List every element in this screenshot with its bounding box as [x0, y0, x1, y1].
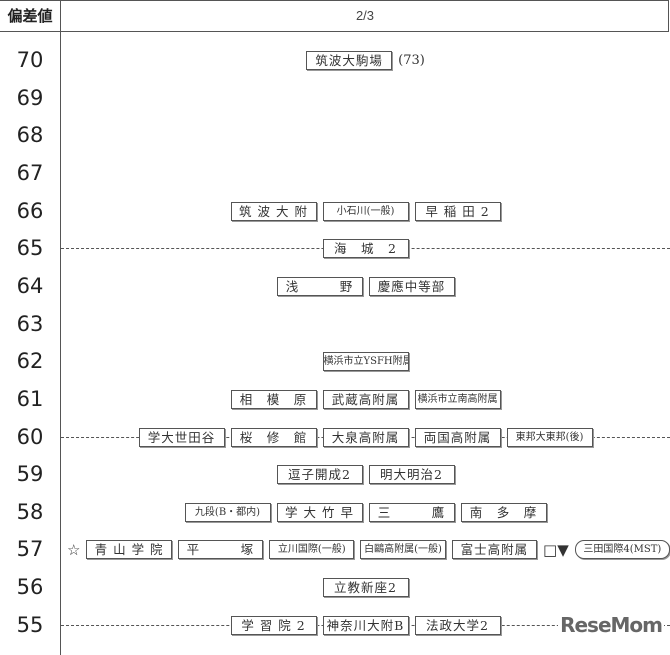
school-box: 筑波大駒場 [306, 51, 393, 70]
school-box: 桜 修 館 [230, 427, 317, 447]
score-label: 60 [16, 424, 44, 449]
school-box-rounded: 三田国際4(MST) [574, 540, 670, 560]
school-list [61, 117, 670, 154]
school-list: 海 城 2 [61, 230, 670, 267]
score-row: 57 ☆ 青 山 学 院平 塚立川国際(一般)白鷗高附属(一般)富士高附属 □▼ 三田国… [0, 531, 670, 568]
school-box: 明大明治2 [368, 465, 455, 485]
score-row: 58 九段(B・都内)学 大 竹 早三 鷹南 多 摩 [0, 494, 670, 531]
school-list: 立教新座2 [61, 569, 670, 606]
score-label: 59 [16, 462, 44, 487]
score-row: 69 [0, 80, 670, 117]
score-label: 58 [16, 499, 44, 524]
school-box: 三 鷹 [368, 502, 455, 522]
school-box: 白鷗高附属(一般) [360, 540, 446, 560]
header-row: 偏差値 2/3 [0, 0, 669, 32]
school-list: ☆ 青 山 学 院平 塚立川国際(一般)白鷗高附属(一般)富士高附属 □▼ 三田国際4… [61, 531, 670, 568]
symbol-marks: □▼ [543, 540, 569, 559]
school-box: 相 模 原 [230, 389, 317, 409]
score-row: 64 浅 野慶應中等部 [0, 268, 670, 305]
school-box: 横浜市立YSFH附属 [322, 352, 409, 372]
school-box: 平 塚 [177, 540, 264, 560]
score-note: (73) [398, 53, 425, 68]
score-label: 63 [16, 311, 44, 336]
school-box: 慶應中等部 [368, 276, 455, 296]
school-box: 小石川(一般) [322, 201, 409, 221]
score-row: 61 相 模 原武蔵高附属横浜市立南高附属 [0, 381, 670, 418]
school-box: 神奈川大附B [322, 615, 409, 635]
school-box: 青 山 学 院 [86, 540, 172, 560]
score-row: 68 [0, 117, 670, 154]
score-label: 69 [16, 85, 44, 110]
school-box: 両国高附属 [414, 427, 501, 447]
school-box: 早 稲 田 2 [414, 201, 501, 221]
school-box: 法政大学2 [414, 615, 501, 635]
page-indicator: 2/3 [355, 8, 375, 23]
school-list [61, 306, 670, 343]
school-box: 学 大 竹 早 [276, 502, 363, 522]
school-box: 学 習 院 2 [230, 615, 317, 635]
school-list: 学大世田谷桜 修 館大泉高附属両国高附属東邦大東邦(後) [61, 419, 670, 456]
score-label: 70 [16, 48, 44, 72]
score-label: 66 [16, 198, 44, 223]
score-label: 55 [16, 612, 44, 637]
school-box: 南 多 摩 [460, 502, 547, 522]
school-list: 筑波大駒場 (73) [61, 42, 670, 79]
school-box: 立川国際(一般) [269, 540, 355, 560]
school-box: 学大世田谷 [138, 427, 225, 447]
deviation-header: 偏差値 [7, 7, 53, 25]
school-box: 九段(B・都内) [184, 502, 271, 522]
school-list: 九段(B・都内)学 大 竹 早三 鷹南 多 摩 [61, 494, 670, 531]
score-label: 61 [16, 386, 44, 411]
school-box: 東邦大東邦(後) [506, 427, 593, 447]
score-label: 62 [16, 349, 44, 374]
score-label: 67 [16, 160, 44, 185]
school-box: 武蔵高附属 [322, 389, 409, 409]
school-box: 海 城 2 [322, 239, 409, 259]
score-row: 66 筑 波 大 附小石川(一般)早 稲 田 2 [0, 193, 670, 230]
school-box: 横浜市立南高附属 [414, 389, 501, 409]
score-row: 65 海 城 2 [0, 230, 670, 267]
score-row: 62 横浜市立YSFH附属 [0, 343, 670, 380]
school-list: 横浜市立YSFH附属 [61, 343, 670, 380]
school-list [61, 155, 670, 192]
school-box: 富士高附属 [451, 540, 538, 560]
resemom-logo: ReseMom [558, 612, 664, 637]
score-label: 57 [16, 537, 44, 562]
column-divider [60, 0, 61, 655]
school-box: 大泉高附属 [322, 427, 409, 447]
score-label: 64 [16, 273, 44, 298]
school-list: 相 模 原武蔵高附属横浜市立南高附属 [61, 381, 670, 418]
divider [668, 1, 669, 31]
score-label: 56 [16, 575, 44, 600]
school-list: 筑 波 大 附小石川(一般)早 稲 田 2 [61, 193, 670, 230]
score-row: 67 [0, 155, 670, 192]
school-box: 立教新座2 [322, 578, 409, 598]
score-row: 60 学大世田谷桜 修 館大泉高附属両国高附属東邦大東邦(後) [0, 419, 670, 456]
score-label: 68 [16, 123, 44, 148]
score-row: 63 [0, 306, 670, 343]
school-box: 筑 波 大 附 [230, 201, 317, 221]
star-mark: ☆ [67, 540, 81, 559]
score-row: 56 立教新座2 [0, 569, 670, 606]
score-row: 70 筑波大駒場 (73) [0, 42, 670, 79]
school-list: 浅 野慶應中等部 [61, 268, 670, 305]
school-box: 浅 野 [276, 276, 363, 296]
score-label: 65 [16, 236, 44, 261]
school-list [61, 80, 670, 117]
school-box: 逗子開成2 [276, 465, 363, 485]
